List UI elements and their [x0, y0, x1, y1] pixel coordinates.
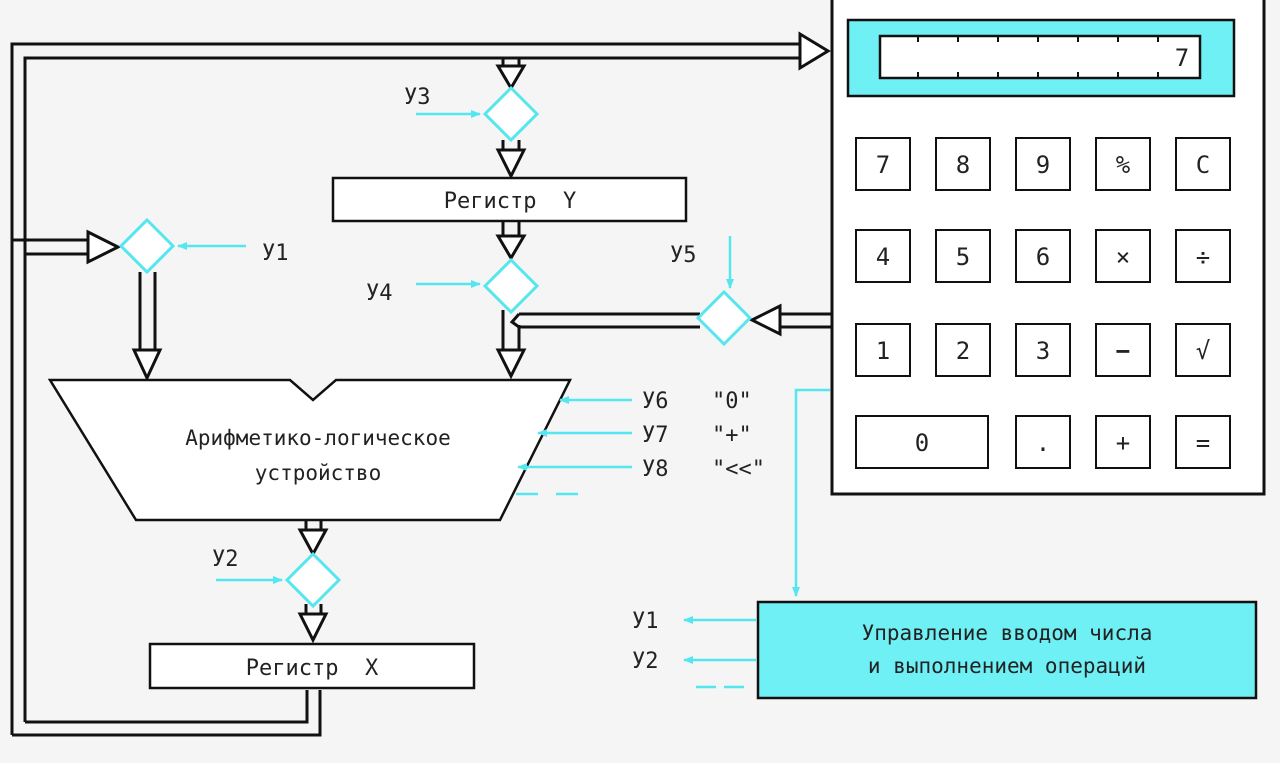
label-u1: У1 — [262, 241, 289, 266]
calculator-display: 7 — [878, 34, 1202, 80]
register-x-label: Регистр X — [246, 656, 379, 681]
key-percent[interactable]: % — [1095, 137, 1151, 191]
key-3[interactable]: 3 — [1015, 323, 1071, 377]
key-minus[interactable]: − — [1095, 323, 1151, 377]
label-u7-op: "+" — [712, 423, 752, 448]
control-out-u2: У2 — [632, 649, 659, 674]
svg-text:1: 1 — [876, 337, 890, 365]
display-value: 7 — [1175, 44, 1189, 72]
svg-text:0: 0 — [915, 429, 929, 457]
label-u3: У3 — [404, 85, 431, 110]
svg-text:−: − — [1116, 337, 1130, 365]
key-decimal[interactable]: . — [1015, 415, 1071, 469]
svg-text:C: C — [1196, 151, 1210, 179]
bus-to-reg-y — [131, 58, 832, 644]
key-0[interactable]: 0 — [855, 415, 989, 469]
signal-lines — [177, 110, 830, 689]
data-bus — [10, 31, 831, 737]
key-plus[interactable]: + — [1095, 415, 1151, 469]
svg-text:8: 8 — [956, 151, 970, 179]
alu: Арифметико-логическое устройство — [47, 378, 573, 522]
alu-label-line1: Арифметико-логическое — [185, 426, 451, 450]
label-u8-op: "<<" — [712, 457, 765, 482]
control-line1: Управление вводом числа — [862, 621, 1153, 645]
svg-text:7: 7 — [876, 151, 890, 179]
keypad: 7 8 9 % C 4 5 6 × ÷ 1 2 3 − √ 0 . + = — [855, 137, 1231, 469]
svg-text:6: 6 — [1036, 243, 1050, 271]
svg-text:+: + — [1116, 429, 1130, 457]
key-equals[interactable]: = — [1175, 415, 1231, 469]
calculator: 7 7 8 9 % C 4 5 6 × ÷ 1 2 3 − √ 0 . + = — [830, 0, 1266, 496]
key-2[interactable]: 2 — [935, 323, 991, 377]
key-5[interactable]: 5 — [935, 229, 991, 283]
key-9[interactable]: 9 — [1015, 137, 1071, 191]
key-6[interactable]: 6 — [1015, 229, 1071, 283]
svg-text:9: 9 — [1036, 151, 1050, 179]
key-sqrt[interactable]: √ — [1175, 323, 1231, 377]
control-out-u1: У1 — [632, 609, 659, 634]
valve-u2 — [284, 551, 342, 609]
svg-text:×: × — [1116, 243, 1130, 271]
svg-text:=: = — [1196, 429, 1210, 457]
key-8[interactable]: 8 — [935, 137, 991, 191]
valve-u1 — [118, 217, 176, 275]
label-u8: У8 — [642, 457, 669, 482]
key-clear[interactable]: C — [1175, 137, 1231, 191]
signal-labels: У3 У4 У1 У5 У2 У6 У7 У8 "0" "+" "<<" — [212, 85, 765, 572]
label-u7: У7 — [642, 423, 669, 448]
register-x: Регистр X — [148, 642, 476, 690]
valve-u4 — [482, 257, 540, 315]
svg-text:5: 5 — [956, 243, 970, 271]
control-line2: и выполнением операций — [868, 654, 1146, 678]
register-y: Регистр Y — [331, 176, 688, 223]
svg-text:4: 4 — [876, 243, 890, 271]
label-u6-op: "0" — [712, 389, 752, 414]
svg-text:%: % — [1116, 151, 1131, 179]
svg-text:√: √ — [1196, 337, 1210, 365]
label-u6: У6 — [642, 389, 669, 414]
key-divide[interactable]: ÷ — [1175, 229, 1231, 283]
label-u2: У2 — [212, 547, 239, 572]
valve-u5 — [695, 289, 753, 347]
key-4[interactable]: 4 — [855, 229, 911, 283]
key-7[interactable]: 7 — [855, 137, 911, 191]
register-y-label: Регистр Y — [444, 189, 576, 214]
alu-label-line2: устройство — [255, 461, 381, 485]
svg-text:2: 2 — [956, 337, 970, 365]
svg-text:3: 3 — [1036, 337, 1050, 365]
valves — [118, 85, 753, 609]
label-u4: У4 — [366, 281, 393, 306]
svg-text:.: . — [1036, 429, 1050, 457]
svg-text:÷: ÷ — [1196, 243, 1210, 271]
control-block: Управление вводом числа и выполнением оп… — [632, 600, 1258, 700]
label-u5: У5 — [670, 243, 697, 268]
key-1[interactable]: 1 — [855, 323, 911, 377]
key-multiply[interactable]: × — [1095, 229, 1151, 283]
valve-u3 — [482, 85, 540, 143]
